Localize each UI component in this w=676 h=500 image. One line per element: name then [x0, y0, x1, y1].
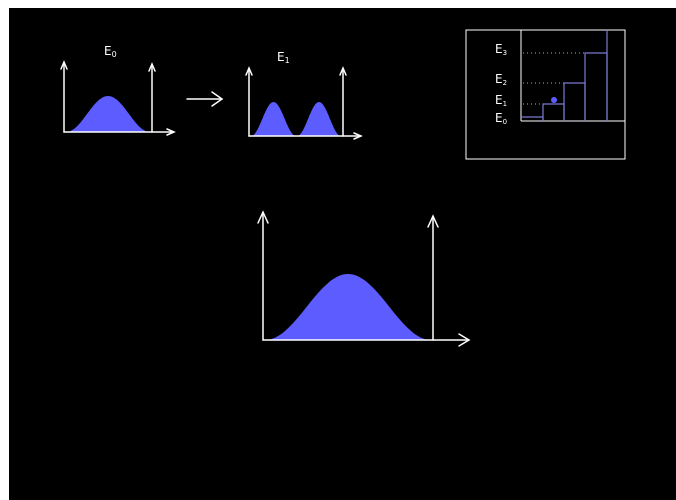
transition-arrow: [186, 91, 224, 107]
energy-level-dotted-lines: [523, 52, 585, 105]
diagram-canvas: E0 E1: [9, 8, 676, 500]
wave-small-excited: E1: [245, 50, 363, 140]
energy-level-label-1: E1: [495, 93, 507, 108]
wave-large: [257, 210, 471, 347]
wave-excited-label-subscript: 1: [285, 56, 290, 65]
energy-level-label-3: E3: [495, 42, 507, 57]
energy-level-1-subscript: 1: [503, 100, 507, 108]
wave-large-left-arrowhead: [257, 210, 269, 224]
energy-level-label-0: E0: [495, 111, 507, 126]
wave-ground-hump: [66, 96, 150, 132]
wave-excited-right-arrowhead: [339, 66, 347, 76]
energy-level-0-letter: E: [495, 111, 503, 125]
wave-ground-right-arrowhead: [148, 62, 156, 72]
energy-level-3-letter: E: [495, 42, 503, 56]
energy-level-panel: E3 E2 E1 E0: [465, 29, 626, 160]
wave-excited-left-arrowhead: [245, 66, 253, 76]
energy-level-3-subscript: 3: [503, 49, 507, 57]
wave-ground-label-subscript: 0: [112, 50, 117, 59]
wave-excited-axes: [245, 66, 363, 140]
wave-excited-humps: [251, 102, 341, 136]
energy-level-2-subscript: 2: [503, 79, 507, 87]
energy-level-2-letter: E: [495, 72, 503, 86]
wave-excited-x-arrowhead: [353, 132, 363, 140]
wave-large-hump: [265, 274, 431, 340]
wave-large-x-arrowhead: [458, 333, 471, 347]
wave-excited-label: E1: [277, 50, 290, 65]
energy-staircase: [521, 30, 608, 121]
wave-ground-x-arrowhead: [166, 128, 176, 136]
wave-excited-label-letter: E: [277, 50, 285, 64]
wave-large-right-arrowhead: [427, 214, 439, 228]
wave-ground-axes: [60, 60, 176, 136]
transition-arrow-head: [211, 91, 224, 107]
energy-level-label-2: E2: [495, 72, 507, 87]
wave-large-axes: [257, 210, 471, 347]
wave-small-ground: E0: [60, 44, 176, 136]
wave-ground-label: E0: [104, 44, 117, 59]
energy-level-labels: E3 E2 E1 E0: [495, 42, 507, 126]
wave-ground-left-arrowhead: [60, 60, 68, 70]
energy-level-1-letter: E: [495, 93, 503, 107]
energy-state-marker: [551, 97, 557, 103]
energy-panel-border: [465, 29, 626, 160]
wave-ground-label-letter: E: [104, 44, 112, 58]
energy-level-0-subscript: 0: [503, 118, 507, 126]
